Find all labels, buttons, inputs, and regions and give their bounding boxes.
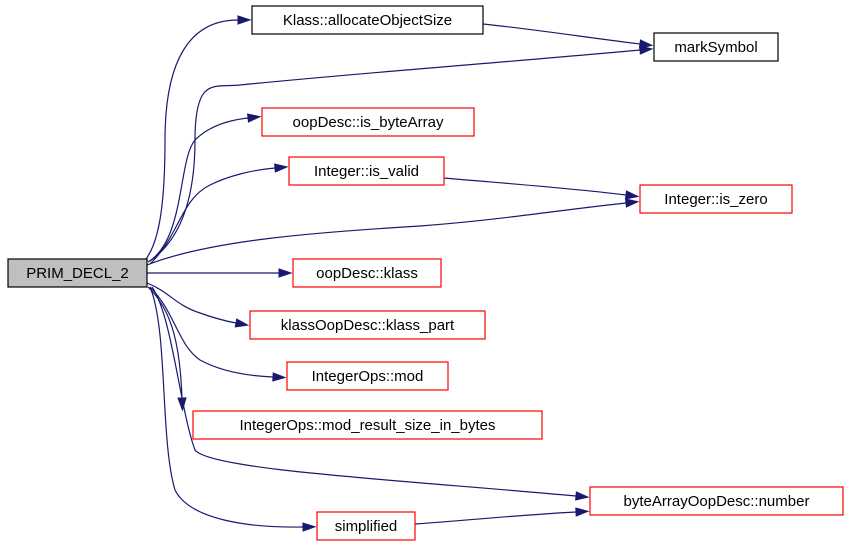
node-integer_is_zero[interactable]: Integer::is_zero xyxy=(639,184,793,214)
arrowhead-icon xyxy=(639,45,654,55)
arrowhead-icon xyxy=(625,198,640,208)
node-box xyxy=(589,486,844,516)
node-label: Integer::is_zero xyxy=(664,191,767,208)
arrowhead-icon xyxy=(272,372,287,382)
edge-prim_decl_2-to-mark_symbol xyxy=(149,45,654,262)
edge-line xyxy=(147,117,249,263)
node-box xyxy=(292,258,442,288)
edge-line xyxy=(146,282,237,324)
node-label: simplified xyxy=(335,518,398,535)
node-oopdesc_klass[interactable]: oopDesc::klass xyxy=(292,258,442,288)
node-integerops_mod[interactable]: IntegerOps::mod xyxy=(286,361,449,391)
edge-prim_decl_2-to-klassoopdesc_klass_part xyxy=(146,282,250,328)
node-simplified[interactable]: simplified xyxy=(316,511,416,541)
node-label: IntegerOps::mod xyxy=(312,368,424,385)
edge-line xyxy=(443,177,627,196)
edge-line xyxy=(147,286,183,399)
arrowhead-icon xyxy=(234,318,250,328)
node-box xyxy=(192,410,543,440)
node-label: Klass::allocateObjectSize xyxy=(283,12,452,29)
node-box xyxy=(7,258,148,288)
arrowhead-icon xyxy=(575,491,590,501)
node-oopdesc_is_bytearray[interactable]: oopDesc::is_byteArray xyxy=(261,107,475,137)
node-integerops_mod_result_size_in_bytes[interactable]: IntegerOps::mod_result_size_in_bytes xyxy=(192,410,543,440)
edge-integer_is_valid-to-integer_is_zero xyxy=(443,177,640,200)
arrowhead-icon xyxy=(246,113,262,123)
node-box xyxy=(286,361,449,391)
edge-line xyxy=(149,286,274,378)
edge-line xyxy=(482,23,641,45)
node-prim_decl_2: PRIM_DECL_2 xyxy=(7,258,148,288)
arrowhead-icon xyxy=(638,39,654,49)
edge-prim_decl_2-to-integer_is_valid xyxy=(149,163,289,265)
node-mark_symbol: markSymbol xyxy=(653,32,779,62)
edge-klass_allocate_object_size-to-mark_symbol xyxy=(482,23,654,49)
edge-line xyxy=(151,286,577,497)
arrowhead-icon xyxy=(237,15,252,25)
node-label: PRIM_DECL_2 xyxy=(26,265,129,282)
arrowhead-icon xyxy=(302,522,317,532)
node-label: IntegerOps::mod_result_size_in_bytes xyxy=(240,417,496,434)
edge-prim_decl_2-to-bytearrayoopdesc_number xyxy=(151,286,590,501)
edge-prim_decl_2-to-simplified xyxy=(149,286,317,532)
node-box xyxy=(251,5,484,35)
node-box xyxy=(249,310,486,340)
edge-prim_decl_2-to-oopdesc_klass xyxy=(147,268,293,278)
arrowhead-icon xyxy=(274,163,289,173)
edge-line xyxy=(149,167,276,265)
edge-line xyxy=(149,286,304,528)
node-box xyxy=(316,511,416,541)
node-box xyxy=(653,32,779,62)
edge-prim_decl_2-to-klass_allocate_object_size xyxy=(145,15,252,260)
node-box xyxy=(639,184,793,214)
edge-line xyxy=(414,511,577,525)
node-label: Integer::is_valid xyxy=(314,163,419,180)
edge-simplified-to-bytearrayoopdesc_number xyxy=(414,507,590,525)
node-label: oopDesc::is_byteArray xyxy=(293,114,444,131)
edge-line xyxy=(145,19,239,260)
node-box xyxy=(288,156,445,186)
node-label: markSymbol xyxy=(674,39,757,56)
node-label: oopDesc::klass xyxy=(316,265,418,282)
node-klassoopdesc_klass_part[interactable]: klassOopDesc::klass_part xyxy=(249,310,486,340)
arrowhead-icon xyxy=(278,268,293,278)
node-label: byteArrayOopDesc::number xyxy=(624,493,810,510)
node-bytearrayoopdesc_number[interactable]: byteArrayOopDesc::number xyxy=(589,486,844,516)
edge-prim_decl_2-to-oopdesc_is_bytearray xyxy=(147,113,262,263)
node-label: klassOopDesc::klass_part xyxy=(281,317,455,334)
arrowhead-icon xyxy=(624,190,640,200)
node-klass_allocate_object_size: Klass::allocateObjectSize xyxy=(251,5,484,35)
node-integer_is_valid[interactable]: Integer::is_valid xyxy=(288,156,445,186)
node-box xyxy=(261,107,475,137)
edges-layer xyxy=(145,15,654,532)
edge-line xyxy=(146,202,627,266)
nodes-layer: PRIM_DECL_2 Klass::allocateObjectSizemark… xyxy=(7,5,844,541)
edge-line xyxy=(149,49,641,262)
edge-prim_decl_2-to-integer_is_zero xyxy=(146,198,640,266)
edge-prim_decl_2-to-integerops_mod xyxy=(149,286,287,382)
arrowhead-icon xyxy=(575,507,590,517)
